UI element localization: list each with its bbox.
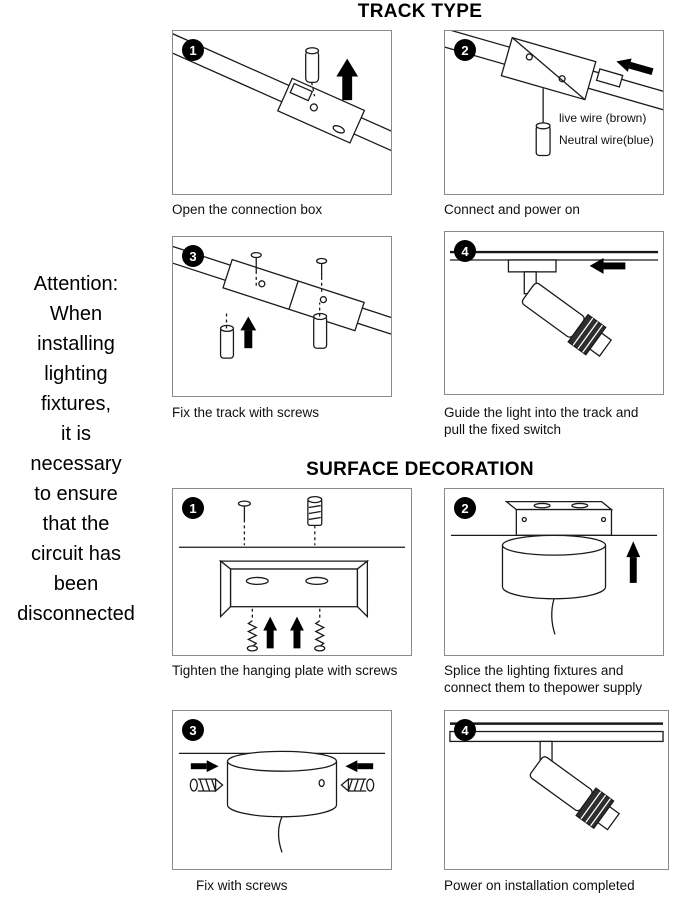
section-title-surface-decoration: SURFACE DECORATION — [306, 459, 534, 480]
mounting-bracket — [504, 501, 614, 536]
attention-line: lighting — [44, 363, 108, 385]
neutral-wire-label: Neutral wire(blue) — [559, 133, 654, 147]
attention-line: installing — [37, 333, 115, 355]
step-number: 2 — [461, 500, 469, 516]
step-number: 4 — [461, 722, 469, 738]
attention-line: it is — [61, 423, 91, 445]
spotlight-body — [529, 756, 621, 831]
attention-line: that the — [42, 513, 110, 535]
step-panel-surface-1: 1 — [172, 488, 412, 656]
attention-note: Attention: When installing lighting fixt… — [0, 269, 152, 629]
canopy-drum — [501, 534, 607, 635]
wall-anchor-icon — [307, 495, 323, 546]
left-arrow-icon — [345, 760, 374, 773]
screw-icon — [340, 777, 375, 793]
attention-line: fixtures, — [40, 393, 112, 415]
power-cord — [277, 816, 283, 853]
fix-track-illustration — [173, 237, 391, 359]
step-caption: Power on installation completed — [444, 878, 635, 893]
attention-line: disconnected — [17, 603, 135, 625]
step-panel-track-1: 1 — [172, 30, 392, 195]
step-number: 1 — [189, 42, 197, 58]
step-number: 3 — [189, 248, 197, 264]
hanging-plate-illustration — [178, 495, 406, 652]
guide-light-illustration — [449, 250, 659, 357]
step-number-badge: 4 — [454, 240, 476, 262]
left-arrow-icon — [589, 258, 626, 274]
step-panel-track-4: 4 — [444, 231, 664, 395]
splice-fixture-illustration — [450, 501, 658, 635]
step-number-badge: 4 — [454, 719, 476, 741]
connect-power-illustration — [445, 31, 663, 157]
step-caption: Guide the light into the track and pull … — [444, 405, 639, 437]
up-arrow-icon — [290, 616, 304, 649]
attention-line: been — [53, 573, 99, 595]
up-arrow-icon — [240, 316, 257, 349]
step-number: 4 — [461, 243, 469, 259]
step-panel-track-3: 3 — [172, 236, 392, 397]
attention-line: to ensure — [34, 483, 118, 505]
step-panel-surface-3: 3 — [172, 710, 392, 870]
connector-plug — [305, 47, 320, 97]
canopy-drum — [226, 750, 338, 853]
track-rails — [173, 31, 391, 164]
track-strip — [449, 730, 664, 743]
track-adapter — [507, 259, 557, 273]
screw-icon — [189, 777, 224, 793]
screw-icon — [246, 608, 258, 652]
connector-plug — [219, 312, 235, 359]
step-number: 3 — [189, 722, 197, 738]
step-panel-surface-2: 2 — [444, 488, 664, 656]
right-arrow-icon — [190, 760, 219, 773]
screw-icon — [237, 500, 251, 546]
step-panel-surface-4: 4 — [444, 710, 669, 870]
step-number-badge: 3 — [182, 719, 204, 741]
attention-line: When — [49, 303, 103, 325]
spotlight-body — [521, 282, 613, 357]
step-caption: Fix the track with screws — [172, 405, 320, 420]
step-number-badge: 2 — [454, 39, 476, 61]
step-number-badge: 1 — [182, 497, 204, 519]
step-caption: Fix with screws — [196, 878, 288, 893]
power-cord — [551, 598, 556, 635]
step-caption: Open the connection box — [172, 202, 323, 217]
attention-line: circuit has — [30, 543, 122, 565]
step-number: 2 — [461, 42, 469, 58]
step-caption: Tighten the hanging plate with screws — [172, 663, 398, 678]
up-arrow-icon — [626, 541, 641, 583]
fix-canopy-illustration — [178, 750, 386, 853]
screw-icon — [314, 608, 326, 652]
connector-plug — [313, 302, 328, 349]
track-rails — [173, 237, 391, 346]
attention-line: Attention: — [33, 273, 119, 295]
up-arrow-icon — [336, 58, 359, 101]
wire-plug — [535, 125, 551, 157]
screw-icon — [316, 257, 328, 293]
step-number: 1 — [189, 500, 197, 516]
open-connection-box-illustration — [173, 31, 391, 164]
step-number-badge: 1 — [182, 39, 204, 61]
installation-complete-illustration — [449, 722, 664, 831]
step-caption: Splice the lighting fixtures and connect… — [444, 663, 643, 695]
step-number-badge: 2 — [454, 497, 476, 519]
step-caption: Connect and power on — [444, 202, 580, 217]
section-title-track-type: TRACK TYPE — [357, 1, 483, 22]
attention-line: necessary — [30, 453, 122, 475]
step-panel-track-2: 2 — [444, 30, 664, 195]
left-arrow-icon — [616, 58, 654, 76]
live-wire-label: live wire (brown) — [559, 111, 647, 125]
hanging-plate — [218, 559, 370, 619]
step-number-badge: 3 — [182, 245, 204, 267]
up-arrow-icon — [263, 616, 278, 649]
